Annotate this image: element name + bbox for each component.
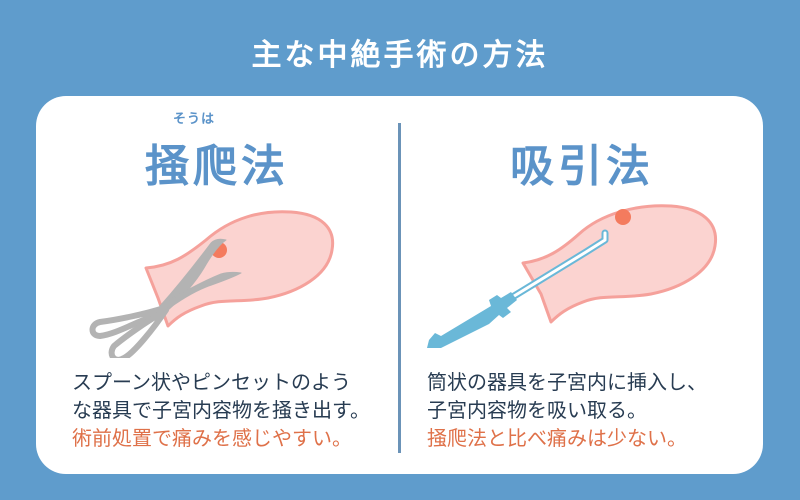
method-title-curettage: 掻爬法 bbox=[145, 141, 289, 192]
method-description-aspiration: 筒状の器具を子宮内に挿入し、 子宮内容物を吸い取る。 掻爬法と比べ痛みは少ない。 bbox=[427, 368, 763, 452]
description-line: 筒状の器具を子宮内に挿入し、 bbox=[427, 370, 707, 394]
description-line: な器具で子宮内容物を掻き出す。 bbox=[72, 398, 370, 422]
description-line: スプーン状やピンセットのよう bbox=[72, 370, 351, 394]
method-title-aspiration: 吸引法 bbox=[510, 141, 654, 192]
aspirator-uterus-illustration bbox=[427, 204, 718, 348]
aspirator-icon bbox=[427, 229, 609, 348]
method-note: 術前処置で痛みを感じやすい。 bbox=[72, 426, 352, 450]
uterus-icon bbox=[521, 204, 718, 324]
method-note: 掻爬法と比べ痛みは少ない。 bbox=[427, 426, 687, 450]
method-aspiration-panel: 吸引法 筒状の器具を子宮内に挿入し、 子宮内容物を吸い取る。 掻爬法と比べ痛みは… bbox=[401, 96, 763, 474]
methods-card: そうは 掻爬法 スプーン状やピンセットのよう な器具で子宮内容物を掻き出す。 術… bbox=[36, 96, 763, 474]
panel-divider bbox=[398, 123, 401, 453]
page-title: 主な中絶手術の方法 bbox=[251, 38, 549, 73]
uterus-icon bbox=[144, 210, 335, 328]
method-description-curettage: スプーン状やピンセットのよう な器具で子宮内容物を掻き出す。 術前処置で痛みを感… bbox=[72, 368, 398, 452]
forceps-uterus-illustration bbox=[89, 210, 335, 358]
method-curettage-panel: そうは 掻爬法 スプーン状やピンセットのよう な器具で子宮内容物を掻き出す。 術… bbox=[36, 96, 398, 474]
method-title-ruby: そうは bbox=[173, 112, 216, 127]
forceps-icon bbox=[89, 238, 242, 358]
embryo-dot-icon bbox=[615, 209, 631, 225]
description-line: 子宮内容物を吸い取る。 bbox=[427, 398, 647, 422]
